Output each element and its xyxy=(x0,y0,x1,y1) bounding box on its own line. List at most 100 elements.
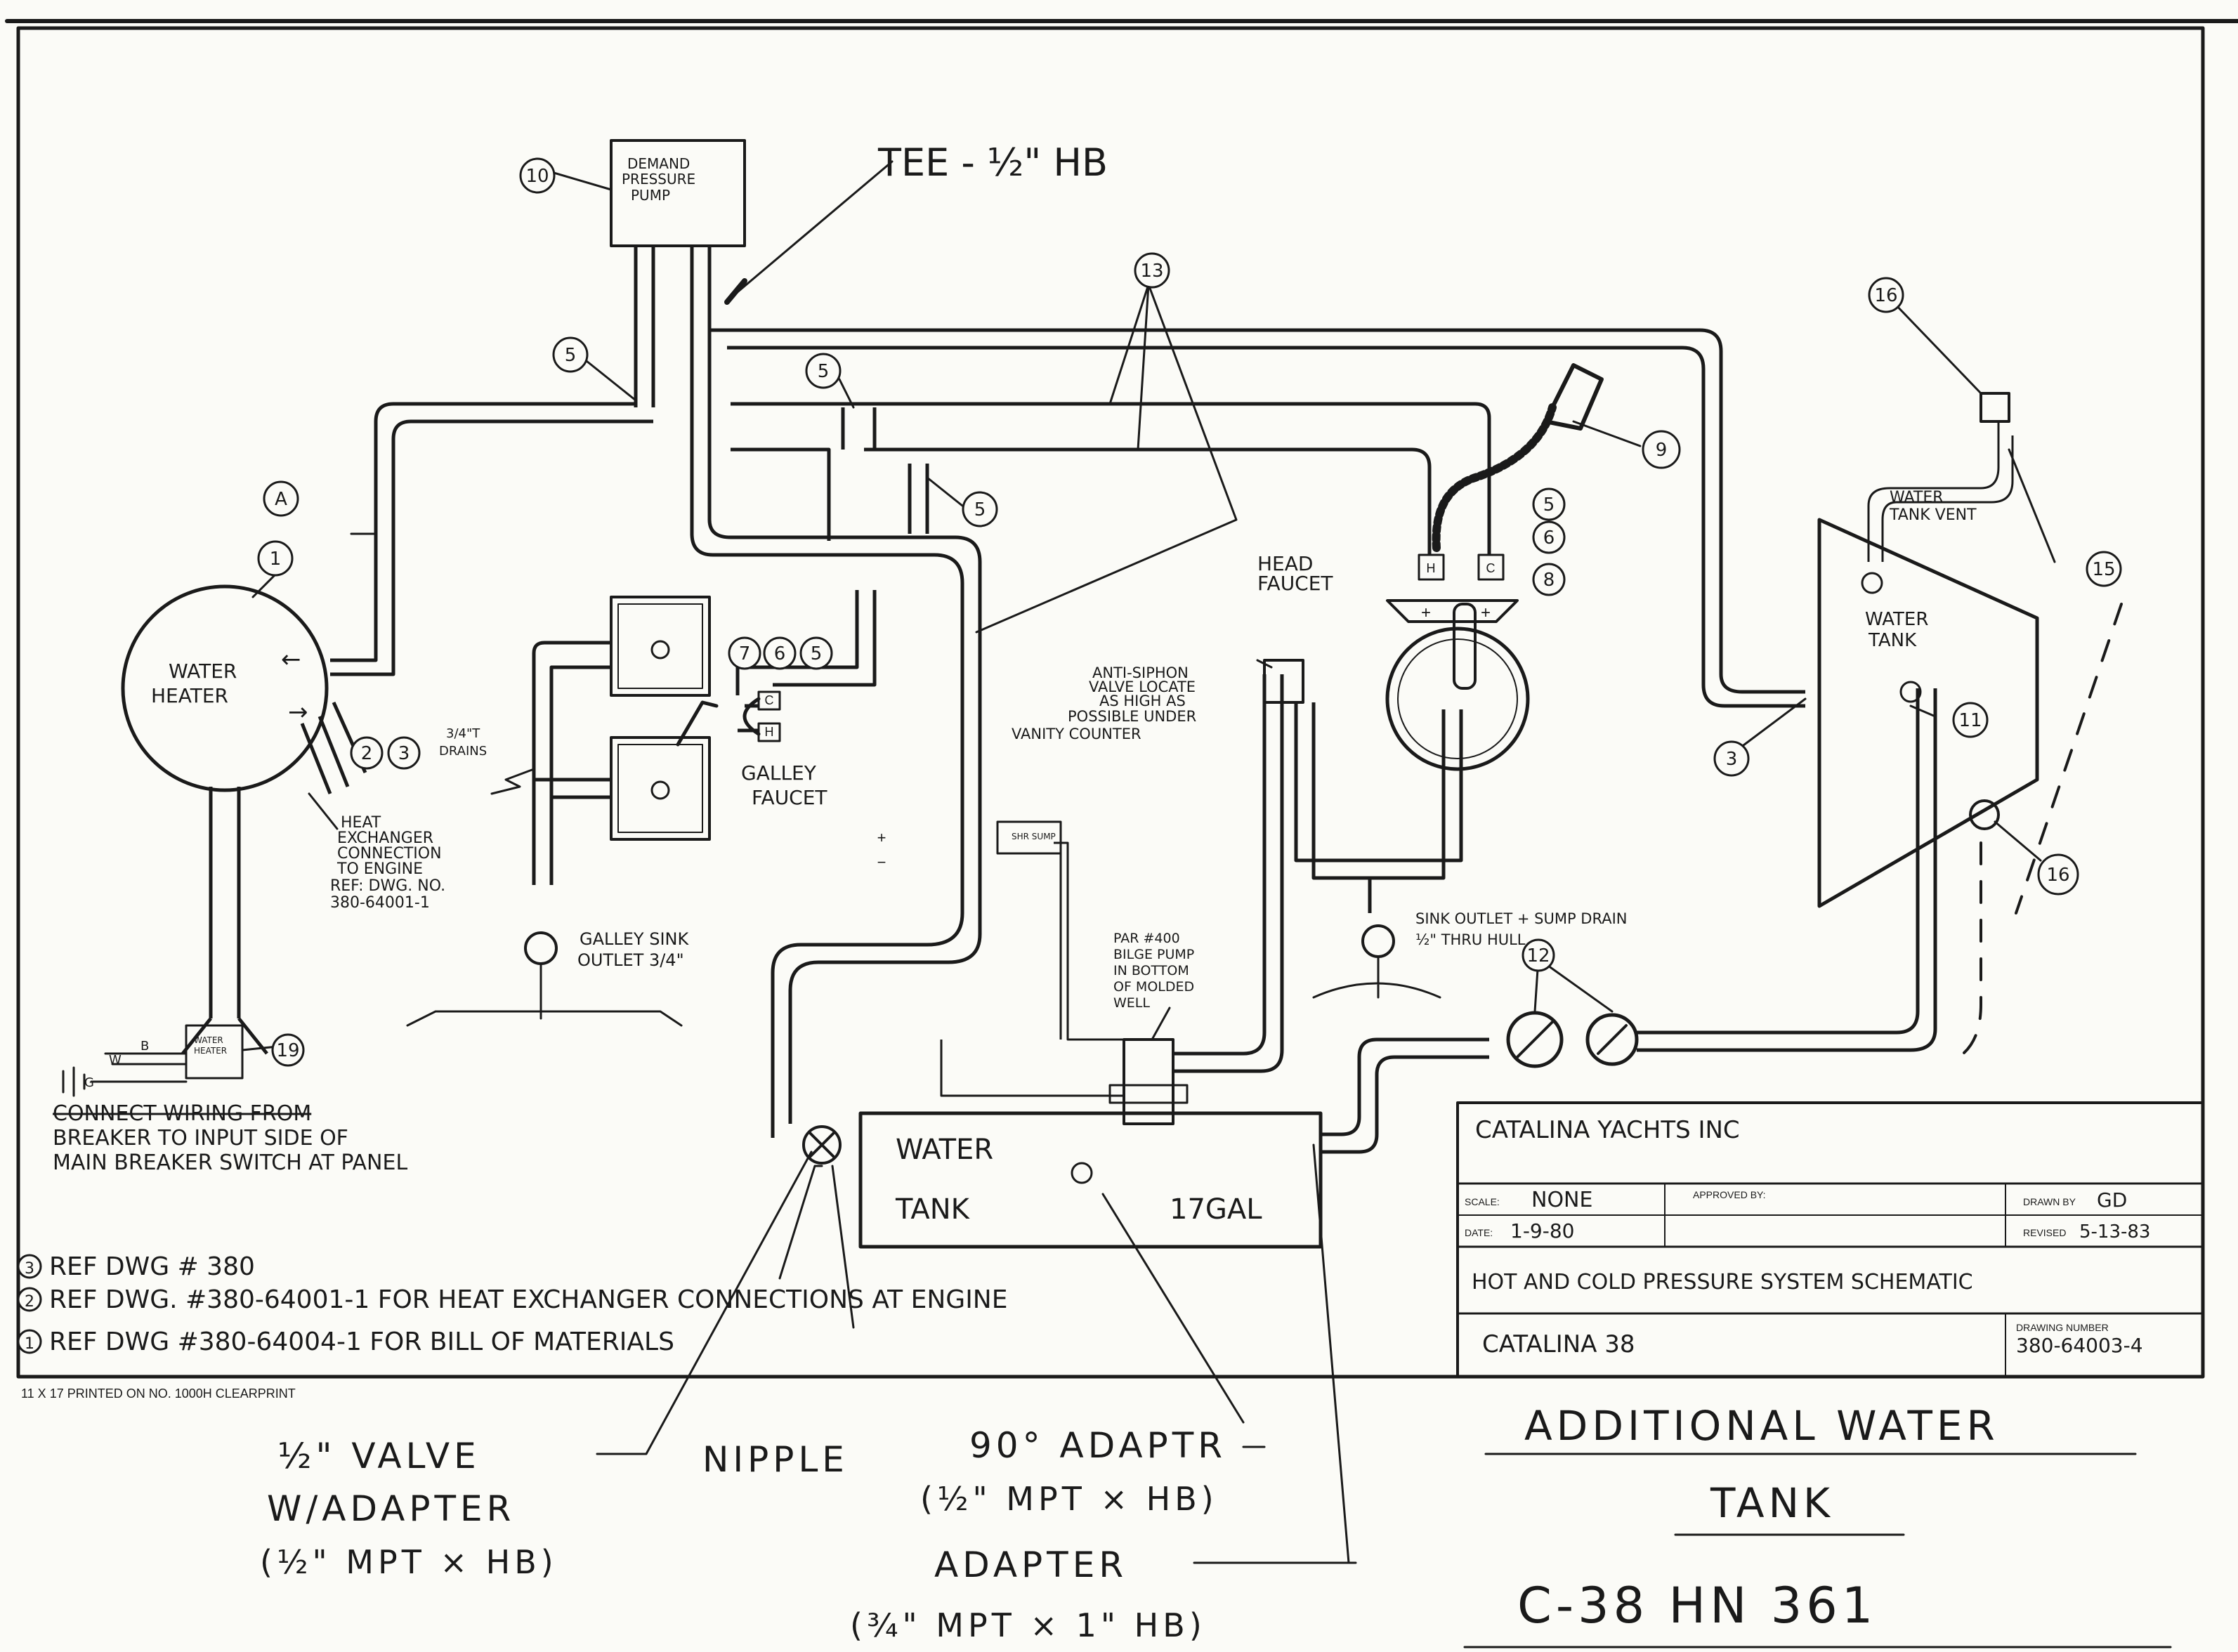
connect-3: MAIN BREAKER SWITCH AT PANEL xyxy=(53,1150,407,1175)
valve-note-1: ½" VALVE xyxy=(277,1436,480,1476)
bubble-A-label: A xyxy=(275,489,287,510)
tee-label: TEE - ½" HB xyxy=(877,140,1108,185)
anti-siphon-note: ANTI-SIPHON VALVE LOCATE AS HIGH AS POSS… xyxy=(1012,664,1196,742)
heater-in-arrow: ← xyxy=(281,645,301,674)
heat-ex-6: 380-64001-1 xyxy=(330,894,430,912)
bubble-15: 15 xyxy=(2086,551,2122,587)
bubble-5-d-label: 5 xyxy=(1543,494,1555,516)
bubble-3-b: 3 xyxy=(1713,740,1750,777)
galley-hot-mark: H xyxy=(765,725,774,739)
tank-bottom-2: TANK xyxy=(895,1193,971,1226)
bubble-5-b: 5 xyxy=(805,353,842,389)
ref2-text: REF DWG. #380-64001-1 FOR HEAT EXCHANGER… xyxy=(49,1285,1007,1314)
head-faucet-1: HEAD xyxy=(1257,552,1313,575)
water-tank xyxy=(1817,518,2039,908)
bubble-A: A xyxy=(263,480,299,517)
drawing-frame xyxy=(5,19,2238,1379)
sump-minus: − xyxy=(877,853,886,871)
bubble-15-label: 15 xyxy=(2092,559,2115,580)
galley-faucet-2: FAUCET xyxy=(752,786,827,809)
head-plus-left: + xyxy=(1421,603,1431,622)
galley-sink-1: GALLEY SINK xyxy=(580,929,689,949)
head-cold-mark: C xyxy=(1486,561,1496,575)
bubble-12: 12 xyxy=(1522,938,1555,972)
tank-capacity: 17GAL xyxy=(1170,1193,1262,1226)
bubble-1-label: 1 xyxy=(270,549,282,570)
added-tank-line-1: ADDITIONAL WATER xyxy=(1524,1402,1999,1450)
ref1-num: 1 xyxy=(25,1335,34,1353)
drains-2: DRAINS xyxy=(439,744,487,759)
bubble-12-label: 12 xyxy=(1526,945,1550,966)
tank-right-1: WATER xyxy=(1865,609,1928,630)
ref3-text: REF DWG # 380 xyxy=(49,1252,255,1281)
bubble-16-b-label: 16 xyxy=(2046,865,2069,886)
galley-sink-basin-upper xyxy=(610,596,711,697)
heat-ex-5: REF: DWG. NO. xyxy=(330,877,445,895)
galley-sink-basin-lower xyxy=(610,736,711,841)
bubble-8: 8 xyxy=(1532,563,1566,596)
heat-exchanger-note: HEAT EXCHANGER CONNECTION TO ENGINE REF:… xyxy=(330,814,445,912)
bubble-5-c: 5 xyxy=(962,491,998,527)
bubble-19: 19 xyxy=(271,1033,305,1067)
title-block: CATALINA YACHTS INC SCALE: NONE APPROVED… xyxy=(1456,1101,2204,1378)
heater-label-1: WATER xyxy=(169,660,237,683)
bilge-4: OF MOLDED xyxy=(1113,979,1194,995)
ref1-text: REF DWG #380-64004-1 FOR BILL OF MATERIA… xyxy=(49,1328,674,1356)
heater-out-arrow: → xyxy=(288,698,308,726)
bubble-3-b-label: 3 xyxy=(1726,749,1738,770)
pump-label-3: PUMP xyxy=(631,187,670,204)
bubble-6-b-label: 6 xyxy=(774,643,786,664)
bilge-5: WELL xyxy=(1113,995,1150,1011)
valve-note-2: W/ADAPTER xyxy=(267,1488,515,1529)
added-tank-line-2: TANK xyxy=(1710,1479,1834,1527)
tb-scale-label: SCALE: xyxy=(1465,1196,1500,1207)
heat-ex-2: EXCHANGER xyxy=(337,830,433,847)
antisiphon-5: VANITY COUNTER xyxy=(1012,726,1141,742)
drains-1: 3/4"T xyxy=(446,726,480,741)
bubble-2: 2 xyxy=(350,736,384,770)
bubble-16-b: 16 xyxy=(2037,853,2079,896)
pump-label-2: PRESSURE xyxy=(622,171,695,188)
bubble-5-a-label: 5 xyxy=(565,345,577,366)
adapter-note-2: (¾" MPT × 1" HB) xyxy=(850,1606,1206,1644)
demand-pump xyxy=(610,139,746,247)
bubble-5-b-label: 5 xyxy=(818,361,830,382)
heat-ex-4: TO ENGINE xyxy=(336,860,423,878)
bubble-6-b: 6 xyxy=(763,636,797,670)
bubble-16-a-label: 16 xyxy=(1874,285,1897,306)
bubble-10: 10 xyxy=(519,157,556,194)
bubble-6-a-label: 6 xyxy=(1543,527,1555,549)
head-vanity xyxy=(1386,599,1519,623)
added-tank-line-3: C-38 HN 361 xyxy=(1517,1577,1877,1634)
ref3-num: 3 xyxy=(25,1260,34,1278)
bubble-19-label: 19 xyxy=(276,1040,299,1061)
bilge-pump-note: PAR #400 BILGE PUMP IN BOTTOM OF MOLDED … xyxy=(1113,931,1194,1011)
galley-cold-mark: C xyxy=(765,693,774,707)
reference-notes: 3 REF DWG # 380 2 REF DWG. #380-64001-1 … xyxy=(17,1252,1007,1356)
shower-sump xyxy=(996,820,1062,855)
heat-ex-3: CONNECTION xyxy=(337,845,442,863)
sump-plus: + xyxy=(877,829,886,846)
tb-title: HOT AND COLD PRESSURE SYSTEM SCHEMATIC xyxy=(1472,1270,1973,1294)
tb-company: CATALINA YACHTS INC xyxy=(1475,1116,1740,1144)
added-water-tank xyxy=(858,1111,1323,1249)
component-labels: TEE - ½" HB DEMAND PRESSURE PUMP WATER H… xyxy=(17,140,1977,1401)
pump-label-1: DEMAND xyxy=(627,155,690,172)
sink-outlet-1: SINK OUTLET + SUMP DRAIN xyxy=(1415,910,1628,927)
tb-date-value: 1-9-80 xyxy=(1510,1219,1574,1243)
pipe-network xyxy=(181,246,2123,1154)
bilge-pump xyxy=(1123,1038,1174,1125)
tb-approved-label: APPROVED BY: xyxy=(1693,1189,1765,1200)
tank-bottom-1: WATER xyxy=(896,1134,993,1166)
tank-right-2: TANK xyxy=(1868,630,1917,651)
connect-1: CONNECT WIRING FROM xyxy=(53,1101,311,1126)
tb-model: CATALINA 38 xyxy=(1482,1330,1635,1358)
bubble-11: 11 xyxy=(1952,702,1989,738)
added-tank-annotations: ½" VALVE W/ADAPTER (½" MPT × HB) NIPPLE … xyxy=(260,1402,2172,1648)
wiring-note: CONNECT WIRING FROM BREAKER TO INPUT SID… xyxy=(53,1101,407,1175)
bubble-1: 1 xyxy=(257,540,294,577)
bubble-9-label: 9 xyxy=(1656,440,1668,461)
ref2-num: 2 xyxy=(25,1293,34,1311)
galley-faucet-1: GALLEY xyxy=(741,761,817,785)
